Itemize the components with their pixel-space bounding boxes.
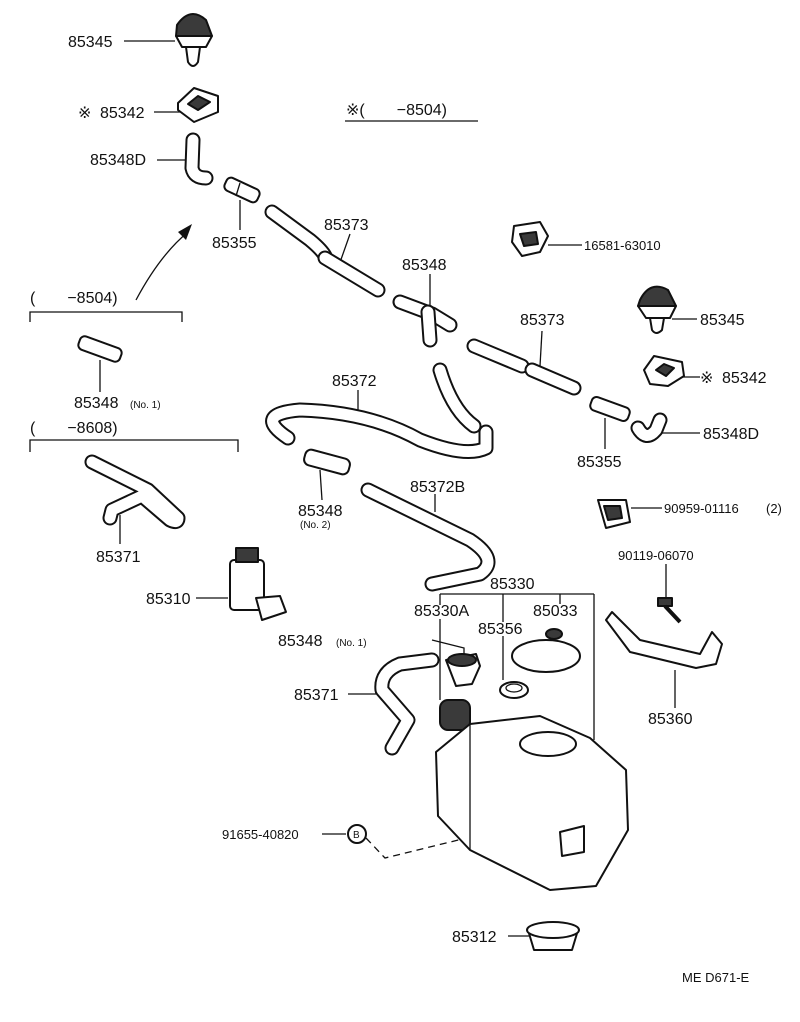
hose-85372B [360, 482, 496, 592]
label-90959: 90959-01116 [664, 501, 739, 516]
label-85348-no2: 85348 [298, 503, 343, 520]
label-85348d-right: 85348D [703, 426, 759, 443]
packing-85342-right [643, 355, 685, 387]
joint-85348-no2 [303, 448, 351, 476]
hose-85372 [265, 402, 494, 460]
label-85372: 85372 [332, 373, 377, 390]
nozzle-85345-right [637, 285, 677, 334]
hose-85371-lower [374, 652, 440, 756]
packing-85342-top [177, 87, 219, 123]
bracket-85360 [605, 611, 723, 669]
joint-85348-no1 [77, 335, 123, 363]
label-85330a: 85330A [414, 603, 469, 620]
qualifier-qty2: (2) [766, 501, 782, 516]
label-85342-right: 85342 [722, 370, 767, 387]
label-85348-no1: 85348 [74, 395, 119, 412]
elbow-85348D-right [630, 412, 668, 443]
clamp-90959-01116 [597, 499, 631, 529]
hose-85371-top [84, 454, 186, 530]
joint-85355-right [589, 395, 631, 423]
qualifier-no1: (No. 1) [130, 400, 161, 411]
washer-tank-85330 [435, 715, 629, 891]
qualifier-no2: (No. 2) [300, 520, 331, 531]
label-85372b: 85372B [410, 479, 465, 496]
diagram-code: ME D671-E [682, 970, 750, 985]
label-85348-mid: 85348 [402, 257, 447, 274]
label-85371-lower: 85371 [294, 687, 339, 704]
label-85312: 85312 [452, 929, 497, 946]
label-85373-a: 85373 [324, 217, 369, 234]
y-joint-85348-mid [392, 294, 458, 348]
mark-85342-right: ※ [700, 370, 713, 387]
label-85348d-top: 85348D [90, 152, 146, 169]
clip-16581-63010 [511, 221, 549, 257]
mark-85342-top: ※ [78, 105, 91, 122]
cap-85033 [511, 628, 581, 673]
label-85348-no1b: 85348 [278, 633, 323, 650]
bolt-90119-06070 [657, 597, 682, 624]
note-8608: ( −8608) [30, 420, 118, 437]
joint-85355-top [223, 176, 261, 204]
hose-85373-b [466, 338, 582, 396]
label-91655: 91655-40820 [222, 827, 299, 842]
grommet-85330A [439, 699, 471, 731]
label-90119: 90119-06070 [618, 548, 694, 563]
leader-lines [29, 40, 700, 937]
label-16581: 16581-63010 [584, 238, 661, 253]
hose-85373-a [264, 204, 386, 298]
label-85360: 85360 [648, 711, 693, 728]
label-85345-right: 85345 [700, 312, 745, 329]
label-85355-top: 85355 [212, 235, 257, 252]
label-85310: 85310 [146, 591, 191, 608]
joint-85348-no1-lower [445, 653, 481, 687]
label-85345-top: 85345 [68, 34, 113, 51]
note-8504-top: ※( −8504) [346, 102, 447, 119]
ring-85356 [499, 681, 529, 699]
pump-motor-85310 [229, 547, 287, 621]
grommet-85312 [526, 921, 580, 951]
label-85342-top: 85342 [100, 105, 145, 122]
qualifier-no1b: (No. 1) [336, 638, 367, 649]
reference-circle-b [347, 824, 367, 844]
label-85330: 85330 [490, 576, 535, 593]
label-85371-top: 85371 [96, 549, 141, 566]
reference-letter-b: B [353, 830, 360, 841]
label-85356: 85356 [478, 621, 523, 638]
note-8504-left: ( −8504) [30, 290, 118, 307]
label-85355-right: 85355 [577, 454, 622, 471]
hose-segment-center [432, 362, 482, 434]
nozzle-85345-top [175, 13, 213, 67]
elbow-85348D-top [184, 132, 214, 186]
label-85033: 85033 [533, 603, 578, 620]
label-85373-b: 85373 [520, 312, 565, 329]
